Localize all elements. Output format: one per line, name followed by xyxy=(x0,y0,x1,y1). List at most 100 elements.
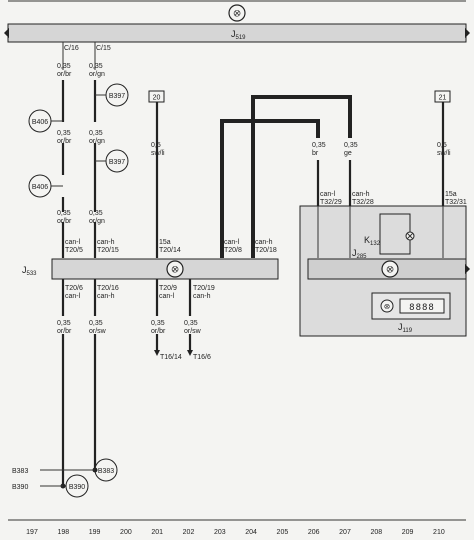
wire-label-207-size: 0,35 xyxy=(344,142,358,149)
wire-label-199a-size: 0,35 xyxy=(89,63,103,70)
wire-label-210-size: 0,5 xyxy=(437,142,447,149)
footer-number: 204 xyxy=(245,529,257,536)
conn-202-bottom-signal: can-h xyxy=(193,293,211,300)
conn-204-top-pin: T20/18 xyxy=(255,247,277,254)
wire-label-198b-color: or/br xyxy=(57,138,72,145)
wire-label-201b-size: 0,35 xyxy=(151,320,165,327)
footer-number: 205 xyxy=(277,529,289,536)
can-bus-icon xyxy=(380,299,394,313)
splice-b390-right: B390 xyxy=(60,474,89,498)
terminal-t16-14: T16/14 xyxy=(160,354,182,361)
svg-text:⭙: ⭙ xyxy=(384,303,390,311)
svg-text:B406: B406 xyxy=(32,184,48,191)
wire-label-206-color: br xyxy=(312,150,319,157)
svg-text:B383: B383 xyxy=(98,468,114,475)
wire-label-199a-color: or/gn xyxy=(89,71,105,78)
conn-199-bottom-signal: can-h xyxy=(97,293,115,300)
conn-206-top-pin: T32/29 xyxy=(320,199,342,206)
pin-c16: C/16 xyxy=(64,45,79,52)
footer-number: 208 xyxy=(370,529,382,536)
conn-199-top-pin: T20/15 xyxy=(97,247,119,254)
conn-201-bottom-pin: T20/9 xyxy=(159,285,177,292)
svg-text:20: 20 xyxy=(153,95,161,102)
footer-number: 210 xyxy=(433,529,445,536)
ref-box-20: 20 xyxy=(148,90,165,103)
j285-label: J285 xyxy=(352,248,367,260)
footer-number: 207 xyxy=(339,529,351,536)
conn-207-top-pin: T32/28 xyxy=(352,199,374,206)
conn-201-top-pin: T20/14 xyxy=(159,247,181,254)
svg-text:B406: B406 xyxy=(32,119,48,126)
conn-201-top-signal: 15a xyxy=(159,239,171,246)
wire-label-199c-color: or/gn xyxy=(89,218,105,225)
svg-text:⭙: ⭙ xyxy=(386,265,393,275)
k132-label: K132 xyxy=(364,235,381,247)
svg-text:B397: B397 xyxy=(109,93,125,100)
conn-204-top-signal: can-h xyxy=(255,239,273,246)
terminal-t16-6: T16/6 xyxy=(193,354,211,361)
wire-label-202b-color: or/sw xyxy=(184,328,202,335)
wire-label-198a-size: 0,35 xyxy=(57,63,71,70)
conn-207-top-signal: can-h xyxy=(352,191,370,198)
wire-label-198b-size: 0,35 xyxy=(57,130,71,137)
j519-label: J519 xyxy=(231,29,246,41)
wire-label-198a-color: or/br xyxy=(57,71,72,78)
can-high-link xyxy=(251,95,352,258)
wire-label-199b-size: 0,35 xyxy=(89,130,103,137)
footer-number: 202 xyxy=(183,529,195,536)
wire-label-199d-size: 0,35 xyxy=(89,320,103,327)
splice-b397-upper: B397 xyxy=(95,83,129,107)
footer-number: 200 xyxy=(120,529,132,536)
svg-text:⭙: ⭙ xyxy=(171,265,178,275)
splice-b406-lower: B406 xyxy=(28,174,63,198)
j533-label: J533 xyxy=(22,265,37,277)
ref-box-21: 21 xyxy=(434,90,451,103)
conn-198-bottom-signal: can-l xyxy=(65,293,81,300)
wire-label-202b-size: 0,35 xyxy=(184,320,198,327)
can-low-link xyxy=(220,119,320,258)
pin-c15: C/15 xyxy=(96,45,111,52)
splice-b383-left-label: B383 xyxy=(12,468,28,475)
conn-210-top-pin: T32/31 xyxy=(445,199,467,206)
wire-label-201-size: 0,5 xyxy=(151,142,161,149)
can-bus-icon-glyph: ⭙ xyxy=(233,9,240,19)
splice-b390-left-label: B390 xyxy=(12,484,28,491)
j519-block: ⭙ J519 xyxy=(4,0,470,43)
conn-198-top-signal: can-l xyxy=(65,239,81,246)
conn-203-top-signal: can-l xyxy=(224,239,240,246)
wire-label-201-color: sw/li xyxy=(151,150,165,157)
splice-b397-lower: B397 xyxy=(95,149,129,173)
j533-block: ⭙ J533 xyxy=(22,258,279,280)
conn-199-bottom-pin: T20/16 xyxy=(97,285,119,292)
conn-202-bottom-pin: T20/19 xyxy=(193,285,215,292)
wire-label-206-size: 0,35 xyxy=(312,142,326,149)
wire-label-199d-color: or/sw xyxy=(89,328,107,335)
wire-label-199c-size: 0,35 xyxy=(89,210,103,217)
segment-display xyxy=(399,298,445,314)
svg-text:B390: B390 xyxy=(69,484,85,491)
footer-number: 203 xyxy=(214,529,226,536)
footer-number: 206 xyxy=(308,529,320,536)
footer-number: 209 xyxy=(402,529,414,536)
wire-label-199b-color: or/gn xyxy=(89,138,105,145)
splice-b383-right: B383 xyxy=(92,458,118,482)
can-bus-icon xyxy=(381,260,399,278)
wire-label-198c-size: 0,35 xyxy=(57,210,71,217)
j119-label: J119 xyxy=(398,322,413,334)
conn-210-top-signal: 15a xyxy=(445,191,457,198)
footer-number: 201 xyxy=(151,529,163,536)
conn-198-top-pin: T20/5 xyxy=(65,247,83,254)
footer-number: 198 xyxy=(57,529,69,536)
wire-label-207-color: ge xyxy=(344,150,352,157)
conn-203-top-pin: T20/8 xyxy=(224,247,242,254)
conn-199-top-signal: can-h xyxy=(97,239,115,246)
svg-text:B397: B397 xyxy=(109,159,125,166)
wire-label-210-color: sw/li xyxy=(437,150,451,157)
splice-b406-upper: B406 xyxy=(28,109,63,133)
wire-label-198d-size: 0,35 xyxy=(57,320,71,327)
footer-number: 197 xyxy=(26,529,38,536)
can-bus-icon xyxy=(166,260,184,278)
conn-206-top-signal: can-l xyxy=(320,191,336,198)
